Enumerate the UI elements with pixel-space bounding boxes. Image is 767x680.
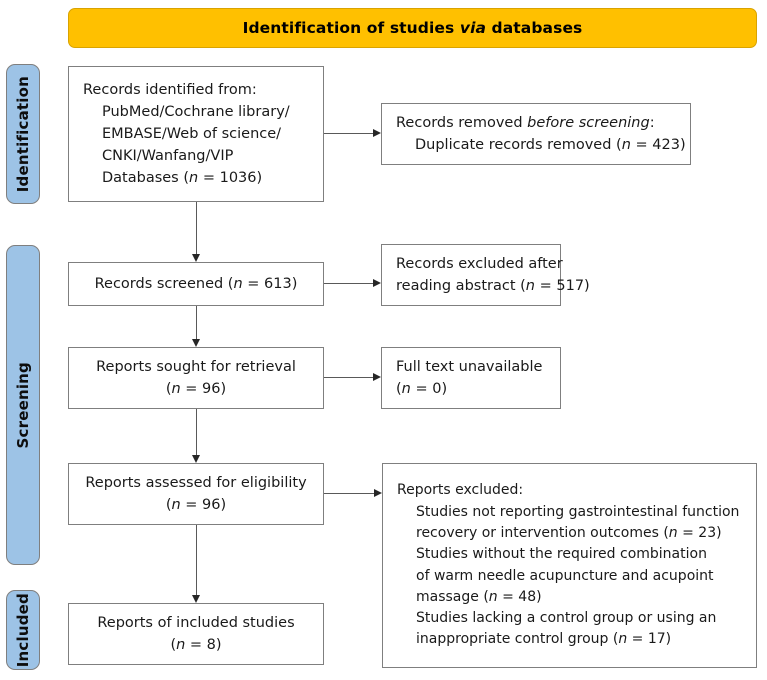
stage-label-included-text: Included: [14, 592, 32, 668]
box-reports-excluded: Reports excluded: Studies not reporting …: [382, 463, 757, 668]
records-identified-line-4: CNKI/Wanfang/VIP: [102, 148, 234, 165]
header-banner: Identification of studies via databases: [68, 8, 757, 48]
connector-assessed-to-included: [196, 525, 197, 595]
reports-excluded-reason-2-line-2: of warm needle acupuncture and acupoint: [416, 567, 714, 584]
reports-assessed-line-2: (n = 96): [165, 497, 227, 513]
reports-excluded-reason-1-line-2: recovery or intervention outcomes (n = 2…: [416, 524, 722, 541]
stage-label-identification: Identification: [6, 64, 40, 204]
reports-included-line-1: Reports of included studies: [97, 614, 295, 631]
arrowhead-right-excluded: [374, 488, 382, 497]
arrowhead-right-fulltext: [373, 372, 381, 381]
reports-excluded-reason-3-line-1: Studies lacking a control group or using…: [416, 610, 717, 627]
records-identified-line-1: Records identified from:: [83, 81, 257, 98]
stage-label-identification-text: Identification: [14, 75, 32, 193]
connector-sought-to-assessed: [196, 409, 197, 455]
records-removed-heading: Records removed before screening:: [396, 114, 655, 131]
reports-excluded-heading: Reports excluded:: [397, 482, 524, 499]
arrowhead-right-removed: [373, 128, 381, 137]
reports-assessed-line-1: Reports assessed for eligibility: [85, 474, 307, 491]
box-full-text-unavailable: Full text unavailable (n = 0): [381, 347, 561, 409]
records-identified-line-3: EMBASE/Web of science/: [102, 125, 282, 142]
records-excluded-abstract-line-2: reading abstract (n = 517): [396, 278, 590, 294]
records-screened-text: Records screened (n = 613): [94, 275, 298, 292]
box-records-removed: Records removed before screening: Duplic…: [381, 103, 691, 165]
connector-screened-to-excluded-abstract: [324, 283, 373, 284]
full-text-unavailable-line-2: (n = 0): [396, 381, 448, 397]
records-identified-count: 1036: [219, 170, 257, 187]
box-reports-sought: Reports sought for retrieval (n = 96): [68, 347, 324, 409]
box-records-excluded-abstract: Records excluded after reading abstract …: [381, 244, 590, 306]
box-records-screened: Records screened (n = 613): [68, 262, 324, 306]
connector-identified-to-screened: [196, 202, 197, 254]
arrowhead-right-excluded-abstract: [373, 278, 381, 287]
reports-excluded-reason-1-line-1: Studies not reporting gastrointestinal f…: [416, 503, 740, 520]
reports-sought-line-2: (n = 96): [165, 381, 227, 397]
records-identified-line-5: Databases (n = 1036): [102, 170, 263, 187]
box-reports-assessed: Reports assessed for eligibility (n = 96…: [68, 463, 324, 525]
reports-excluded-reason-3-line-2: inappropriate control group (n = 17): [416, 631, 672, 648]
stage-label-screening-text: Screening: [14, 361, 32, 449]
header-title-before: Identification of studies: [242, 19, 460, 37]
arrowhead-down-included: [191, 595, 200, 603]
arrowhead-down-sought: [191, 339, 200, 347]
stage-label-included: Included: [6, 590, 40, 670]
reports-excluded-reason-2-line-3: massage (n = 48): [416, 588, 542, 605]
connector-screened-to-sought: [196, 306, 197, 339]
reports-sought-line-1: Reports sought for retrieval: [96, 358, 296, 375]
header-title: Identification of studies via databases: [243, 19, 583, 37]
connector-identified-to-removed: [324, 133, 373, 134]
reports-excluded-reason-2-line-1: Studies without the required combination: [416, 546, 707, 563]
connector-sought-to-fulltext: [324, 377, 373, 378]
header-title-italic: via: [459, 19, 487, 37]
connector-assessed-to-excluded: [324, 493, 374, 494]
box-reports-included: Reports of included studies (n = 8): [68, 603, 324, 665]
full-text-unavailable-line-1: Full text unavailable: [396, 358, 543, 375]
records-identified-line-2: PubMed/Cochrane library/: [102, 103, 290, 120]
arrowhead-down-screened: [191, 254, 200, 262]
arrowhead-down-assessed: [191, 455, 200, 463]
header-title-after: databases: [486, 19, 583, 37]
records-excluded-abstract-line-1: Records excluded after: [396, 255, 563, 272]
stage-label-screening: Screening: [6, 245, 40, 565]
box-records-identified: Records identified from: PubMed/Cochrane…: [68, 66, 324, 202]
records-removed-duplicates: Duplicate records removed (n = 423): [415, 137, 686, 153]
reports-included-line-2: (n = 8): [170, 637, 222, 653]
